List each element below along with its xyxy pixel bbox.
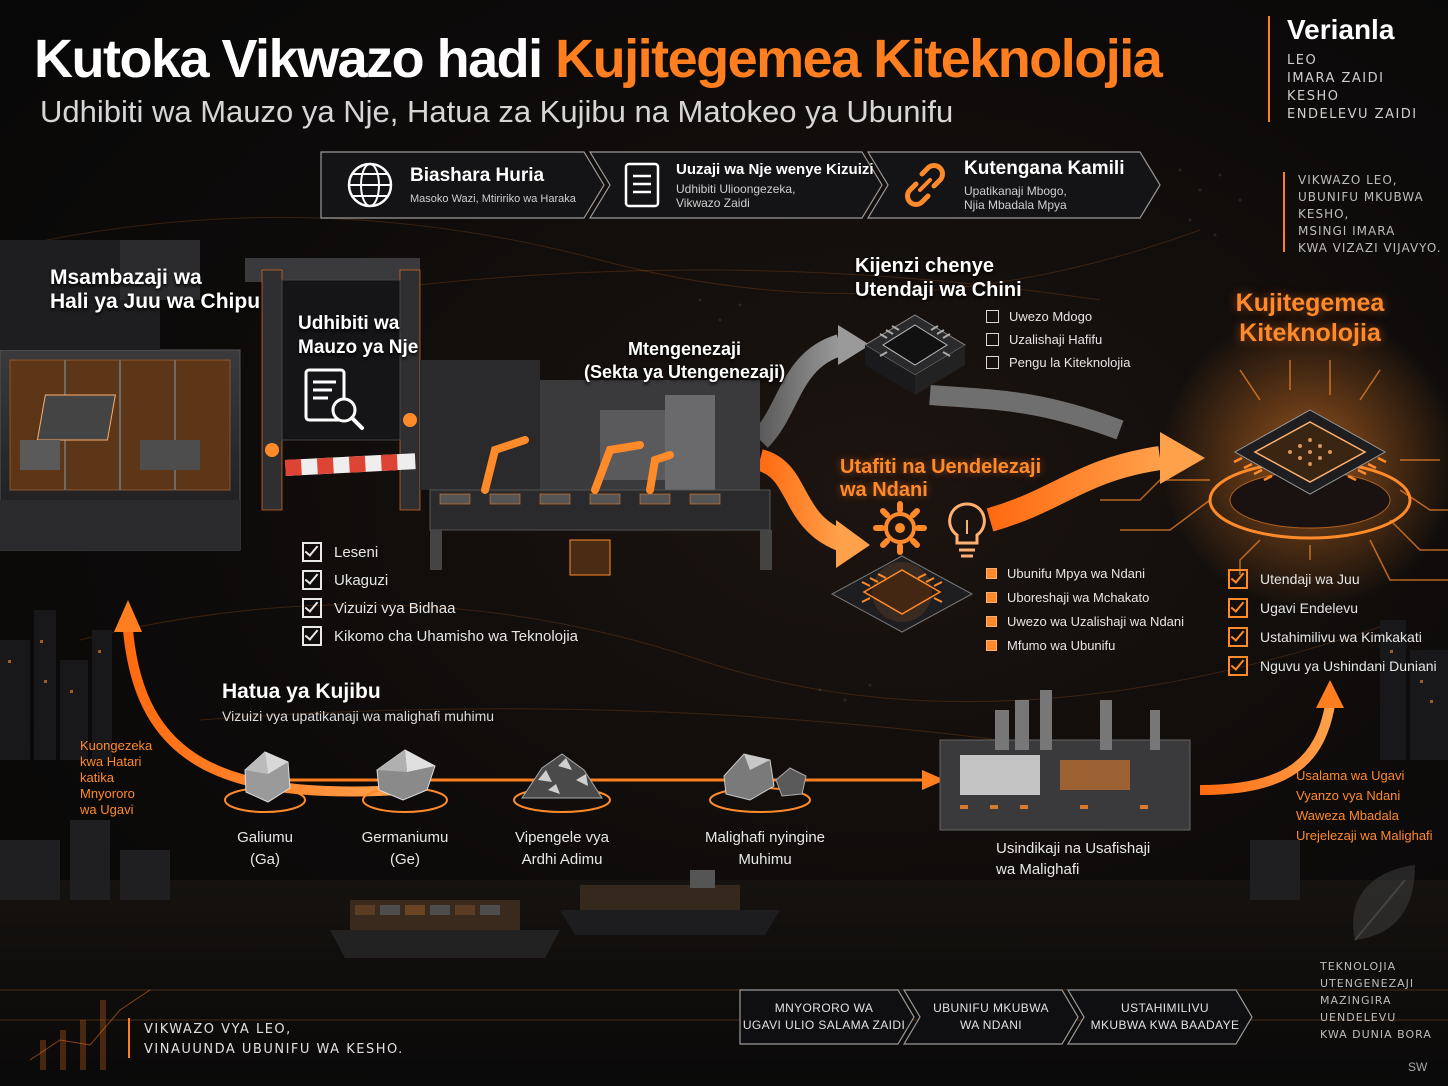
footer-corner-mark: SW bbox=[1408, 1060, 1428, 1074]
stage-chevron-frames bbox=[320, 151, 1161, 219]
gallium-crystal-icon bbox=[224, 751, 306, 813]
list-item: Leseni bbox=[302, 538, 578, 566]
mineral-label: Galiumu (Ga) bbox=[237, 829, 293, 868]
title-part-2: Kujitegemea Kiteknolojia bbox=[555, 29, 1163, 89]
gear-icon bbox=[872, 500, 928, 561]
list-item: Nguvu ya Ushindani Duniani bbox=[1228, 651, 1437, 680]
stage-free-trade: Biashara Huria Masoko Wazi, Mtiririko wa… bbox=[322, 152, 592, 218]
stage-full-decoupling: Kutengana Kamili Upatikanaji Mbogo, Njia… bbox=[888, 152, 1148, 218]
stage-subtitle: Masoko Wazi, Mtiririko wa Haraka bbox=[410, 193, 576, 205]
self-reliance-list: Utendaji wa Juu Ugavi Endelevu Ustahimil… bbox=[1228, 564, 1437, 680]
self-reliance-label: Kujitegemea Kiteknolojia bbox=[1235, 289, 1385, 347]
brand-divider bbox=[1268, 16, 1270, 122]
mineral-germanium: Germaniumu (Ge) bbox=[355, 740, 455, 871]
side-note-top: VIKWAZO LEO, UBUNIFU MKUBWA KESHO, MSING… bbox=[1298, 173, 1442, 255]
bullet-square-icon bbox=[986, 639, 997, 651]
stage-title: Uuzaji wa Nje wenye Kizuizi bbox=[676, 160, 874, 178]
page-subtitle: Udhibiti wa Mauzo ya Nje, Hatua za Kujib… bbox=[40, 94, 954, 129]
bullet-square-icon bbox=[986, 567, 997, 579]
brand-tagline: LEO IMARA ZAIDI KESHO ENDELEVU ZAIDI bbox=[1287, 53, 1418, 122]
stage-subtitle: Upatikanaji Mbogo, Njia Mbadala Mpya bbox=[964, 184, 1067, 212]
mineral-gallium: Galiumu (Ga) bbox=[220, 740, 310, 871]
export-control-list: Leseni Ukaguzi Vizuizi vya Bidhaa Kikomo… bbox=[302, 538, 578, 650]
response-title: Hatua ya Kujibu bbox=[222, 680, 381, 703]
list-item: Kikomo cha Uhamisho wa Teknolojia bbox=[302, 622, 578, 650]
other-minerals-icon bbox=[709, 753, 811, 813]
chip-glowing-icon bbox=[1200, 380, 1420, 555]
document-icon bbox=[624, 157, 660, 213]
checkbox-empty-icon bbox=[986, 310, 999, 323]
germanium-crystal-icon bbox=[362, 749, 448, 813]
side-note-divider bbox=[1283, 172, 1285, 252]
stage-subtitle: Udhibiti Ulioongezeka, Vikwazo Zaidi bbox=[676, 181, 796, 210]
footer-chevron-frames bbox=[739, 989, 1253, 1045]
magnifier-document-icon bbox=[302, 366, 366, 437]
processing-label: Usindikaji na Usafishaji wa Malighafi bbox=[996, 840, 1151, 878]
low-component-list: Uwezo Mdogo Uzalishaji Hafifu Pengu la K… bbox=[986, 305, 1130, 374]
manufacturer-label: Mtengenezaji (Sekta ya Utengenezaji) bbox=[584, 339, 786, 382]
mineral-label: Germaniumu (Ge) bbox=[361, 829, 449, 868]
stage-title: Biashara Huria bbox=[410, 165, 545, 186]
mineral-label: Malighafi nyingine Muhimu bbox=[704, 829, 826, 868]
footer-right-note: TEKNOLOJIA UTENGENEZAJI MAZINGIRA UENDEL… bbox=[1320, 960, 1432, 1041]
list-item: Usalama wa Ugavi bbox=[1296, 768, 1405, 783]
supply-benefits-list: Usalama wa Ugavi Vyanzo vya Ndani Waweza… bbox=[1296, 766, 1433, 846]
checkbox-empty-icon bbox=[986, 356, 999, 369]
footer-chevron-2: UBUNIFU MKUBWA WA NDANI bbox=[933, 1001, 1049, 1032]
list-item: Utendaji wa Juu bbox=[1228, 564, 1437, 593]
list-item: Uwezo Mdogo bbox=[986, 305, 1130, 328]
list-item: Uwezo wa Uzalishaji wa Ndani bbox=[986, 609, 1184, 633]
list-item: Waweza Mbadala bbox=[1296, 808, 1399, 823]
check-icon bbox=[1228, 655, 1248, 676]
brand-name: Verianla bbox=[1287, 14, 1395, 45]
list-item: Vizuizi vya Bidhaa bbox=[302, 594, 578, 622]
page-title: Kutoka Vikwazo hadi Kujitegemea Kiteknol… bbox=[34, 28, 1163, 90]
rare-earth-pile-icon bbox=[513, 753, 611, 813]
low-component-label: Kijenzi chenye Utendaji wa Chini bbox=[855, 255, 1022, 301]
response-subtitle: Vizuizi vya upatikanaji wa malighafi muh… bbox=[222, 708, 495, 724]
list-item: Ubunifu Mpya wa Ndani bbox=[986, 561, 1184, 585]
footer-chevron-1: MNYORORO WA UGAVI ULIO SALAMA ZAIDI bbox=[742, 1001, 906, 1032]
check-icon bbox=[302, 542, 322, 562]
supplier-label: Msambazaji wa Hali ya Juu wa Chipu bbox=[50, 266, 261, 313]
lightbulb-icon bbox=[942, 498, 992, 573]
footer-quote-divider bbox=[128, 1018, 130, 1058]
list-item: Ustahimilivu wa Kimkakati bbox=[1228, 622, 1437, 651]
check-icon bbox=[302, 570, 322, 590]
checkbox-empty-icon bbox=[986, 333, 999, 346]
list-item: Pengu la Kiteknolojia bbox=[986, 351, 1130, 374]
check-icon bbox=[1228, 568, 1248, 589]
export-control-label: Udhibiti wa Mauzo ya Nje bbox=[298, 313, 419, 358]
supply-risk-note: Kuongezeka kwa Hatari katika Mnyororo wa… bbox=[80, 738, 153, 817]
check-icon bbox=[302, 626, 322, 646]
rnd-list: Ubunifu Mpya wa Ndani Uboreshaji wa Mcha… bbox=[986, 561, 1184, 657]
list-item: Urejelezaji wa Malighafi bbox=[1296, 828, 1433, 843]
footer-quote: VIKWAZO VYA LEO, VINAUUNDA UBUNIFU WA KE… bbox=[144, 1022, 404, 1057]
mineral-rare-earth: Vipengele vya Ardhi Adimu bbox=[498, 740, 626, 871]
list-item: Uzalishaji Hafifu bbox=[986, 328, 1130, 351]
footer-chevron-3: USTAHIMILIVU MKUBWA KWA BAADAYE bbox=[1090, 1001, 1240, 1032]
list-item: Ukaguzi bbox=[302, 566, 578, 594]
list-item: Ugavi Endelevu bbox=[1228, 593, 1437, 622]
chip-orange-icon bbox=[822, 536, 982, 651]
broken-link-icon bbox=[900, 157, 950, 213]
rnd-label: Utafiti na Uendelezaji wa Ndani bbox=[840, 456, 1042, 501]
chip-grey-icon bbox=[855, 300, 975, 415]
bullet-square-icon bbox=[986, 615, 997, 627]
mineral-other: Malighafi nyingine Muhimu bbox=[690, 740, 840, 871]
list-item: Mfumo wa Ubunifu bbox=[986, 633, 1184, 657]
list-item: Uboreshaji wa Mchakato bbox=[986, 585, 1184, 609]
check-icon bbox=[1228, 626, 1248, 647]
check-icon bbox=[302, 598, 322, 618]
stage-title: Kutengana Kamili bbox=[964, 158, 1125, 179]
globe-icon bbox=[342, 157, 398, 213]
stage-restricted-export: Uuzaji wa Nje wenye Kizuizi Udhibiti Uli… bbox=[610, 152, 874, 218]
check-icon bbox=[1228, 597, 1248, 618]
bullet-square-icon bbox=[986, 591, 997, 603]
list-item: Vyanzo vya Ndani bbox=[1296, 788, 1401, 803]
mineral-label: Vipengele vya Ardhi Adimu bbox=[515, 829, 609, 868]
title-part-1: Kutoka Vikwazo hadi bbox=[34, 29, 543, 89]
